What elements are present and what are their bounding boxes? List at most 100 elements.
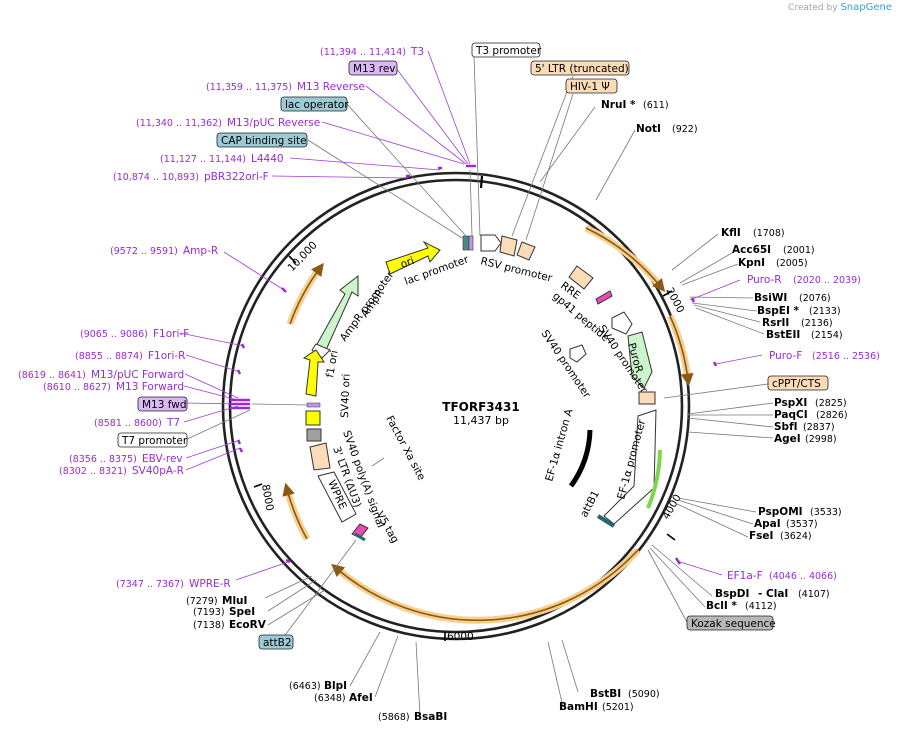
enzyme-ecorv: EcoRV	[229, 619, 267, 631]
primer-t7-range: (8581 .. 8600)	[94, 418, 162, 429]
label-sv40-promoter-b: SV40 promoter	[539, 328, 594, 401]
feature-sv40-promoter-a	[611, 311, 633, 335]
label-ori: ori	[399, 255, 416, 271]
tick-label-2000: 2000	[663, 286, 686, 315]
orf-arcs	[282, 224, 694, 624]
enzyme-noti-pos: (922)	[672, 124, 698, 135]
snapgene-credit: Created by SnapGene	[788, 2, 892, 13]
primer-sites	[230, 164, 718, 565]
enzyme-bspei-pos: (2133)	[809, 306, 841, 317]
enzyme-bsiwi: BsiWI	[754, 292, 787, 304]
primer-puro-f-range: (2516 .. 2536)	[812, 351, 880, 362]
enzyme-kfli-pos: (1708)	[753, 228, 785, 239]
primer-sv40pa-r-range: (8302 .. 8321)	[59, 466, 127, 477]
primer-f1ori-f: F1ori-F	[153, 328, 189, 340]
enzyme-afei: AfeI	[349, 692, 373, 704]
primer-ampr: Amp-R	[183, 245, 218, 257]
enzyme-nrui-pos: (611)	[643, 100, 669, 111]
enzyme-kfli: KflI	[721, 227, 741, 239]
enzyme-mlui-pos: (7279)	[186, 596, 218, 607]
enzyme-fsei-pos: (3624)	[780, 531, 812, 542]
enzyme-acc65i: Acc65I	[732, 244, 771, 256]
primer-f1ori-r: F1ori-R	[148, 350, 185, 362]
primer-m13-fwd: M13 Forward	[116, 381, 184, 393]
primer-pbr322ori-range: (10,874 .. 10,893)	[113, 172, 199, 183]
leader-lines	[184, 55, 774, 717]
enzyme-spei: SpeI	[229, 606, 255, 618]
primer-lines	[179, 50, 763, 581]
enzyme-sbfi: SbfI	[774, 421, 798, 433]
primer-puro-r: Puro-R	[747, 274, 782, 286]
enzyme-bspei: BspEI *	[757, 305, 800, 317]
enzyme-bstbi-pos: (5090)	[628, 689, 660, 700]
feature-5ltr	[499, 235, 518, 257]
plasmid-size: 11,437 bp	[453, 414, 509, 427]
enzyme-bspdi-pos: (4107)	[798, 589, 830, 600]
enzyme-bstbi: BstBI	[590, 688, 621, 700]
snapgene-logo: SnapGene	[840, 2, 892, 13]
enzyme-apai-pos: (3537)	[786, 519, 818, 530]
feature-3ltr	[309, 442, 331, 471]
tick-10000	[288, 255, 297, 264]
primer-m13puc-fwd-range: (8619 .. 8641)	[18, 370, 86, 381]
enzyme-paqci-pos: (2826)	[816, 410, 848, 421]
label-hiv-psi: HIV-1 Ψ	[570, 81, 610, 93]
enzyme-pspomi: PspOMI	[758, 506, 803, 518]
label-lac-operator: lac operator	[285, 99, 349, 111]
primer-m13-reverse: M13 Reverse	[297, 81, 365, 93]
enzyme-paqci: PaqCI	[774, 409, 808, 421]
feature-attb2	[354, 532, 366, 542]
primer-m13puc-reverse-range: (11,340 .. 11,362)	[136, 118, 222, 129]
primer-wpre-r-range: (7347 .. 7367)	[116, 579, 184, 590]
origin-tick	[479, 175, 484, 189]
enzyme-rsrii-pos: (2136)	[801, 318, 833, 329]
enzyme-bsabi: BsaBI	[414, 711, 447, 723]
feature-m13-fwd	[306, 402, 321, 408]
feature-f1-ori	[302, 349, 325, 397]
enzyme-bsteii-pos: (2154)	[811, 330, 843, 341]
feature-wpre	[317, 471, 357, 523]
primer-f1ori-f-range: (9065 .. 9086)	[80, 329, 148, 340]
primer-m13-fwd-range: (8610 .. 8627)	[43, 382, 111, 393]
feature-rsv-promoter	[480, 234, 502, 252]
primer-labels: (11,394 .. 11,414) T3 (11,359 .. 11,375)…	[18, 46, 880, 590]
feature-puror	[627, 331, 653, 389]
primer-ebv-rev-range: (8356 .. 8375)	[69, 454, 137, 465]
feature-sv40-ori	[305, 410, 321, 426]
feature-cppt	[638, 391, 656, 405]
feature-ef1a-green	[646, 449, 662, 509]
enzyme-pspxi-pos: (2825)	[815, 398, 847, 409]
feature-ef1a-intron	[568, 429, 593, 488]
enzyme-blpi-pos: (6463)	[289, 681, 321, 692]
label-ampr-promoter: AmpR promoter	[338, 269, 397, 344]
feature-attb1	[596, 514, 616, 528]
label-5ltr: 5' LTR (truncated)	[535, 63, 629, 75]
primer-t3: T3	[410, 46, 424, 58]
label-kozak: Kozak sequence	[691, 618, 776, 630]
tick-4000	[666, 533, 676, 541]
primer-t3-range: (11,394 .. 11,414)	[320, 47, 406, 58]
enzyme-agei-pos: (2998)	[805, 434, 837, 445]
enzyme-nrui: NruI *	[601, 99, 636, 111]
primer-sv40pa-r: SV40pA-R	[132, 465, 184, 477]
feature-hiv-psi	[516, 241, 536, 261]
feature-ampr-promoter	[311, 343, 331, 359]
label-m13-fwd: M13 fwd	[142, 399, 187, 411]
label-cppt: cPPT/CTS	[772, 378, 821, 390]
label-sv40-ori: SV40 ori	[339, 373, 353, 418]
label-t7-promoter: T7 promoter	[121, 435, 188, 447]
enzyme-blpi: BlpI	[324, 680, 347, 692]
enzyme-apai: ApaI	[754, 518, 781, 530]
feature-ori	[385, 240, 441, 275]
enzyme-bspdi: BspDI	[715, 588, 749, 600]
feature-ampr	[315, 274, 359, 351]
label-ef1a-intron: EF-1α intron A	[543, 407, 575, 483]
enzyme-acc65i-pos: (2001)	[783, 245, 815, 256]
label-rsv-promoter: RSV promoter	[479, 255, 554, 285]
label-t3-promoter: T3 promoter	[475, 45, 542, 57]
backbone-outer	[221, 171, 691, 641]
primer-l4440: L4440	[251, 153, 284, 165]
primer-puro-r-range: (2020 .. 2039)	[793, 275, 861, 286]
enzyme-agei: AgeI	[774, 433, 801, 445]
